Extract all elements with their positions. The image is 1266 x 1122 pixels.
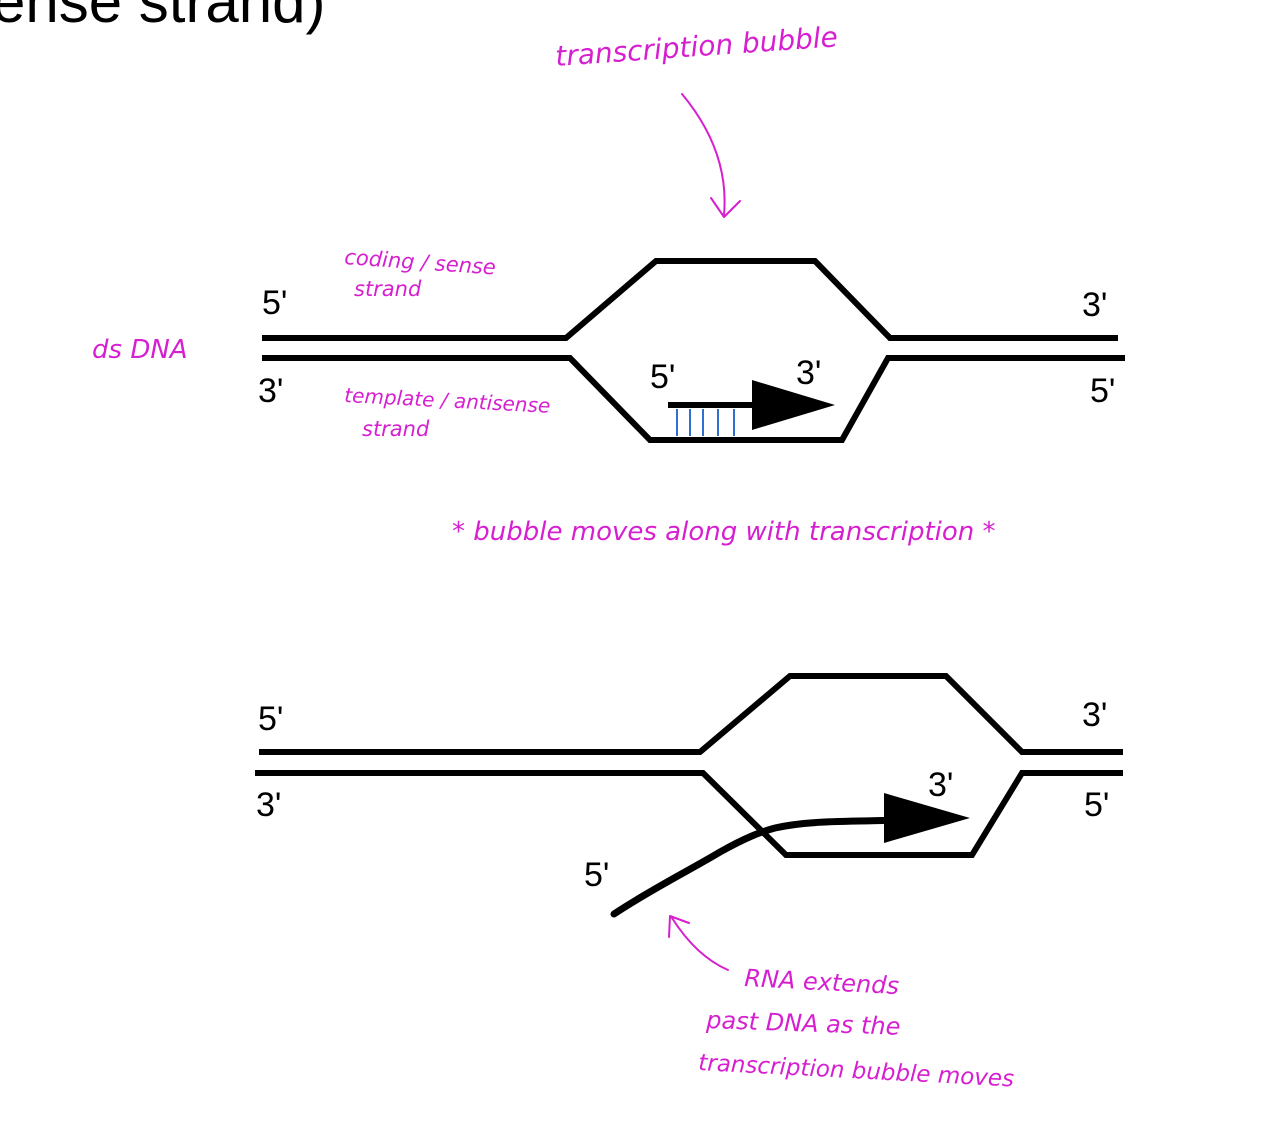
annotation-bubble-moves: * bubble moves along with transcription … (452, 517, 996, 547)
dna-diagram-top: 5' 3' 3' 5' 5' 3' (258, 258, 1125, 443)
base-pairs-top (676, 409, 735, 436)
annotation-rna-extends-line1: RNA extends (744, 964, 900, 1000)
arrow-to-rna-end (671, 917, 729, 971)
label-3prime-top-right: 3' (1082, 286, 1107, 324)
label-5prime-bottom-right: 5' (1090, 372, 1115, 410)
label-5prime-top-left-b: 5' (258, 700, 283, 738)
arrow-to-bubble (681, 93, 726, 216)
template-strand-top (262, 355, 1125, 443)
label-rna-3prime-bottom: 3' (928, 766, 953, 804)
coding-strand-top (262, 258, 1118, 341)
header-title-fragment: ense strand) (0, 0, 326, 35)
annotation-coding-strand-line2: strand (354, 277, 422, 301)
label-5prime-top-left: 5' (262, 284, 287, 322)
coding-strand-bottom (259, 673, 1123, 755)
rna-transcript-bottom (610, 793, 970, 918)
annotation-template-strand-line2: strand (362, 417, 430, 441)
annotation-rna-extends-line2: past DNA as the (705, 1006, 901, 1041)
annotation-rna-extends-line3: transcription bubble moves (698, 1050, 1015, 1093)
label-3prime-bottom-left: 3' (258, 372, 283, 410)
annotation-template-strand-line1: template / antisense (344, 383, 551, 418)
label-3prime-bottom-left-b: 3' (256, 786, 281, 824)
label-rna-5prime-top: 5' (650, 358, 675, 396)
label-rna-3prime-top: 3' (796, 354, 821, 392)
label-5prime-bottom-right-b: 5' (1084, 786, 1109, 824)
dna-diagram-bottom: 5' 3' 3' 5' 3' 5' (255, 673, 1123, 918)
annotation-coding-strand-line1: coding / sense (344, 245, 497, 280)
label-3prime-top-right-b: 3' (1082, 696, 1107, 734)
label-rna-5prime-bottom: 5' (584, 856, 609, 894)
rna-arrowhead-bottom (884, 793, 970, 843)
annotation-transcription-bubble: transcription bubble (554, 20, 839, 73)
rna-transcript-top (668, 380, 835, 436)
template-strand-bottom (255, 770, 1123, 858)
annotation-dsdna: ds DNA (92, 335, 188, 365)
rna-arrowhead-top (752, 380, 835, 430)
